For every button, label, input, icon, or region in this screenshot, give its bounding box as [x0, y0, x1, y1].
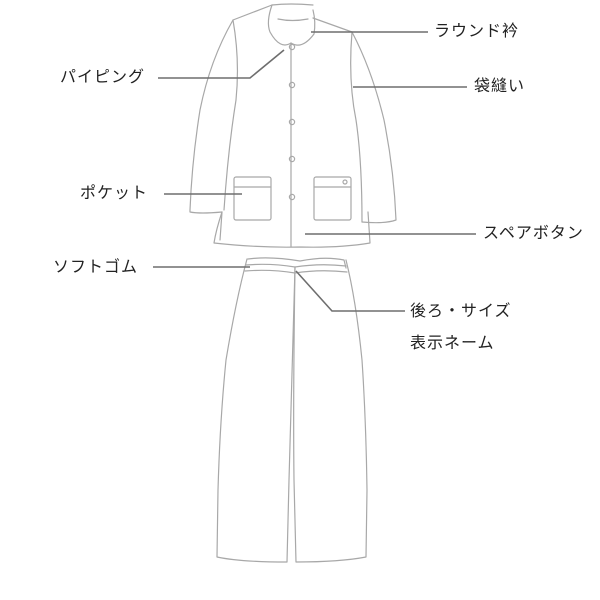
label-spare-button: スペアボタン: [483, 223, 584, 242]
jacket: [189, 3, 397, 248]
leader-back-size-label: [295, 270, 405, 312]
label-back-size-label-line2: 表示ネーム: [410, 333, 495, 352]
label-round-collar: ラウンド衿: [434, 21, 520, 40]
label-back-size-label-line1: 後ろ・サイズ: [410, 301, 512, 320]
label-piping: パイピング: [60, 67, 146, 86]
label-bag-seam: 袋縫い: [474, 76, 526, 95]
pants: [216, 257, 368, 563]
leader-piping: [158, 49, 285, 79]
leader-lines: [153, 31, 476, 312]
label-pocket: ポケット: [80, 183, 149, 202]
label-soft-elastic: ソフトゴム: [53, 257, 139, 276]
